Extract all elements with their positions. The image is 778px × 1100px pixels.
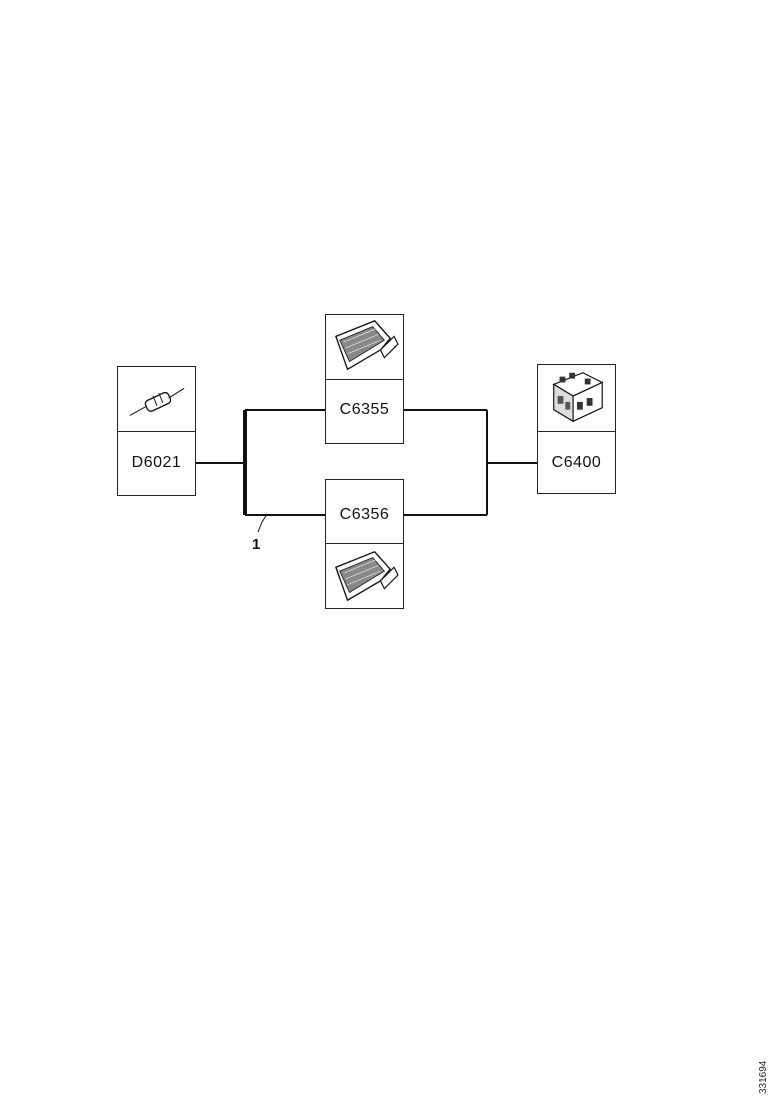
module-c6400-icon-cell [537,364,616,432]
module-c6400-label: C6400 [551,454,602,471]
connector-plug-icon [335,320,399,371]
callout-leader [257,515,267,533]
connector-c6356-label: C6356 [339,506,390,523]
module-connector-icon [552,372,604,423]
fuse-label: D6021 [131,454,182,471]
fuse-icon-cell [117,366,196,432]
connector-plug-icon [335,550,399,602]
fuse-icon [129,387,185,416]
connector-c6355-label: C6355 [339,401,390,418]
figure-id: 331694 [758,1060,769,1094]
splice-callout-label: 1 [252,536,261,553]
connector-c6356-icon-cell [325,543,404,609]
connector-c6355-icon-cell [325,314,404,380]
